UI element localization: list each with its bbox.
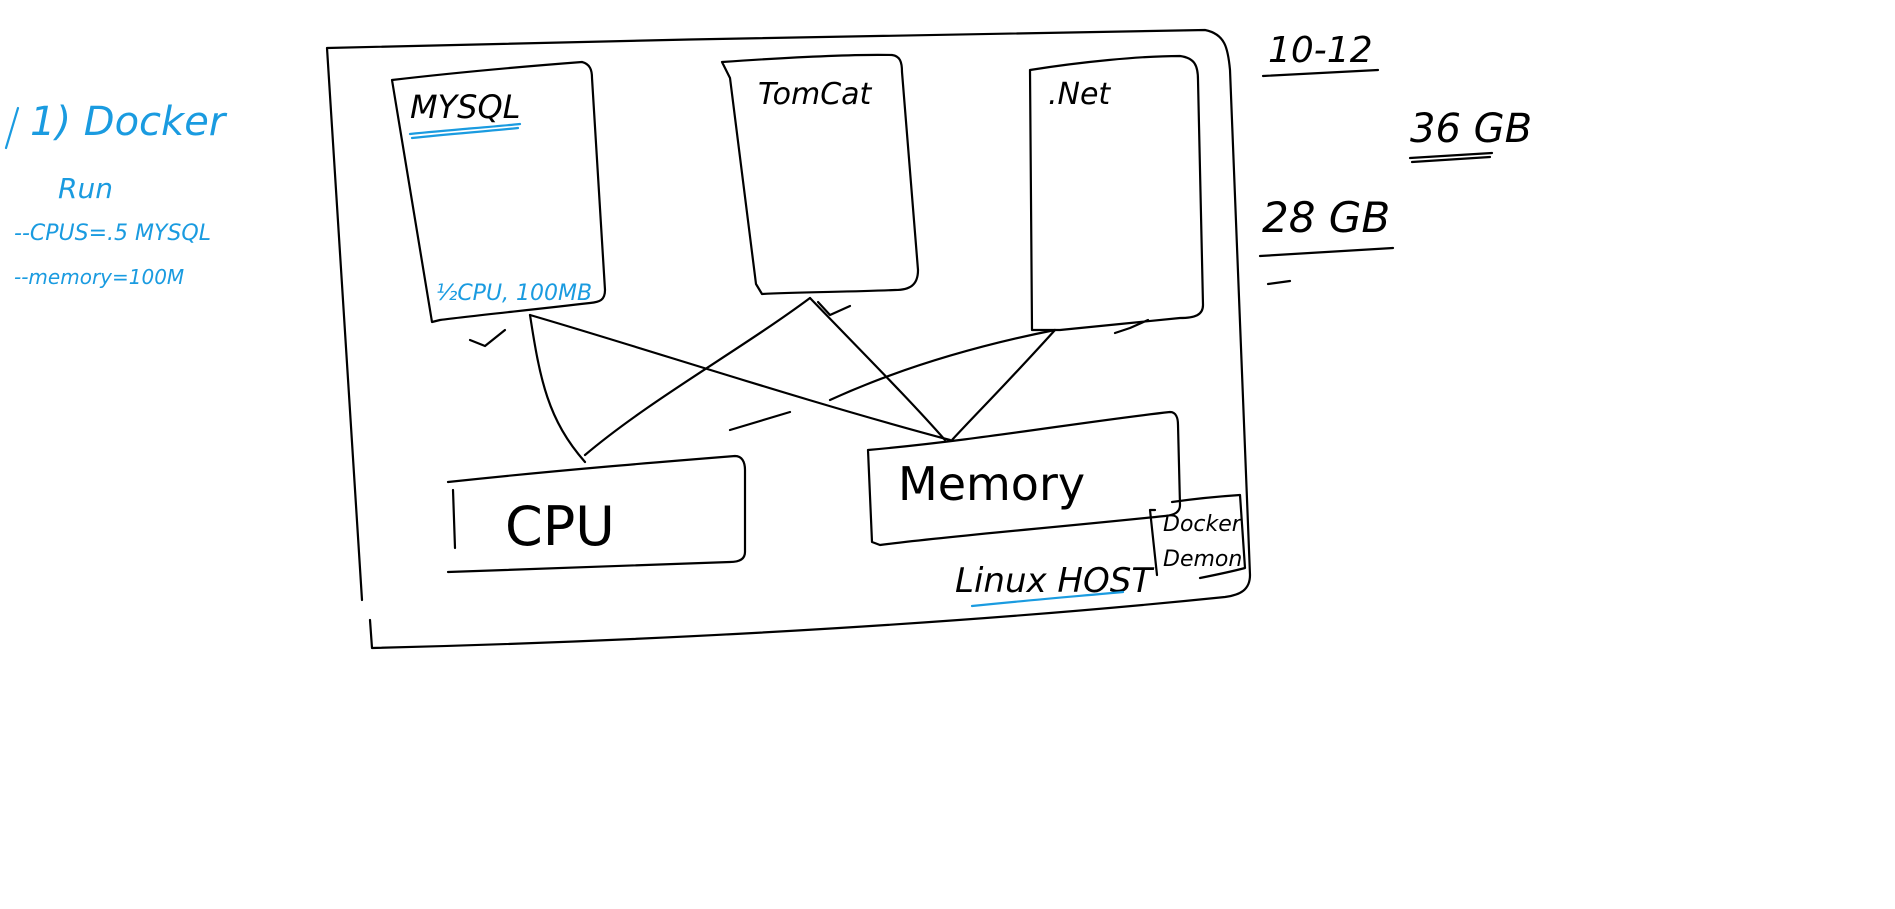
figure-ram-used-underline xyxy=(1258,246,1395,258)
memory-box-outline xyxy=(866,410,1182,547)
mysql-to-memory-line xyxy=(528,313,952,442)
daemon-label-line2: Demon xyxy=(1163,547,1242,572)
note-bracket-mark xyxy=(4,106,20,150)
memory-label: Memory xyxy=(898,457,1085,511)
dotnet-check-mark xyxy=(1113,318,1150,335)
dotnet-to-cpu-line-tail xyxy=(728,410,792,432)
mysql-check-mark xyxy=(468,328,507,348)
tomcat-container: TomCat xyxy=(720,53,920,317)
dotnet-to-memory-line xyxy=(950,328,1057,442)
notes-cpus-option: --CPUS=.5 MYSQL xyxy=(14,221,211,246)
figure-range: 10-12 xyxy=(1268,30,1373,71)
docker-daemon-box: Docker Demon xyxy=(1148,493,1247,580)
memory-box: Memory xyxy=(866,410,1182,547)
tomcat-check-mark xyxy=(816,300,852,317)
notes-heading: 1) Docker xyxy=(30,99,228,145)
dotnet-container: .Net xyxy=(1028,54,1205,335)
dotnet-label: .Net xyxy=(1048,77,1111,112)
dotnet-box-outline xyxy=(1028,54,1205,332)
figure-ram-used: 28 GB xyxy=(1262,193,1390,242)
mysql-limit-note: ½CPU, 100MB xyxy=(436,281,592,306)
mysql-to-cpu-line xyxy=(528,313,587,464)
linux-host-box: Linux HOST xyxy=(325,28,1252,650)
cpu-label: CPU xyxy=(505,495,615,558)
host-outline xyxy=(325,28,1252,650)
daemon-outline xyxy=(1148,493,1247,580)
mysql-container: MYSQL ½CPU, 100MB xyxy=(390,60,607,348)
side-figures: 10-12 36 GB 28 GB xyxy=(1258,30,1532,286)
docker-notes: 1) Docker Run --CPUS=.5 MYSQL --memory=1… xyxy=(4,99,228,289)
mysql-box-outline xyxy=(390,60,607,324)
dotnet-to-cpu-line xyxy=(828,328,1057,402)
figure-dash-mark xyxy=(1266,279,1292,286)
tomcat-label: TomCat xyxy=(758,77,873,112)
daemon-label-line1: Docker xyxy=(1163,512,1243,537)
notes-subheading: Run xyxy=(58,172,113,205)
resource-connectors xyxy=(528,296,1057,464)
tomcat-to-cpu-line xyxy=(583,296,812,457)
notes-memory-option: --memory=100M xyxy=(14,265,184,289)
figure-ram-total-underline xyxy=(1408,151,1494,164)
figure-ram-total: 36 GB xyxy=(1410,106,1532,152)
mysql-label-underline xyxy=(408,122,522,140)
host-label: Linux HOST xyxy=(955,561,1154,601)
host-label-underline xyxy=(970,590,1125,608)
tomcat-to-memory-line xyxy=(808,296,947,442)
cpu-box-outline xyxy=(446,454,747,574)
tomcat-box-outline xyxy=(720,53,920,296)
cpu-box: CPU xyxy=(446,454,747,574)
figure-range-underline xyxy=(1261,68,1380,78)
mysql-label: MYSQL xyxy=(410,88,520,126)
